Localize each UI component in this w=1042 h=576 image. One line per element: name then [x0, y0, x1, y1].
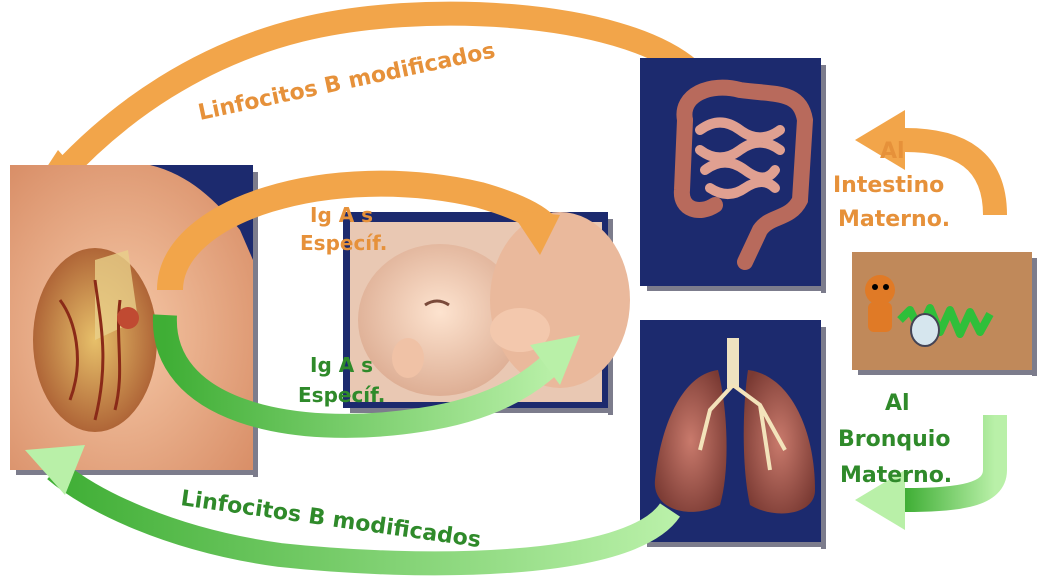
intestine-panel [640, 58, 826, 293]
intestine-label-line2: Intestino [833, 173, 944, 198]
intestine-label-line1: Al [880, 139, 905, 164]
green-iga-label-line1: Ig A s [310, 353, 373, 377]
intestine-entry-arrow [855, 110, 995, 215]
bronchus-label-line3: Materno. [840, 463, 952, 488]
bronchus-label-line1: Al [885, 391, 910, 416]
breastfeeding-baby-image [350, 212, 630, 402]
orange-iga-label-line1: Ig A s [310, 203, 373, 227]
intestine-label-line3: Materno. [838, 207, 950, 232]
breast-anatomy-image [33, 248, 157, 432]
bronchus-label-line2: Bronquio [838, 427, 950, 452]
orange-iga-label-line2: Específ. [300, 231, 387, 255]
microbes-panel [852, 252, 1037, 376]
green-iga-label-line2: Específ. [298, 383, 385, 407]
